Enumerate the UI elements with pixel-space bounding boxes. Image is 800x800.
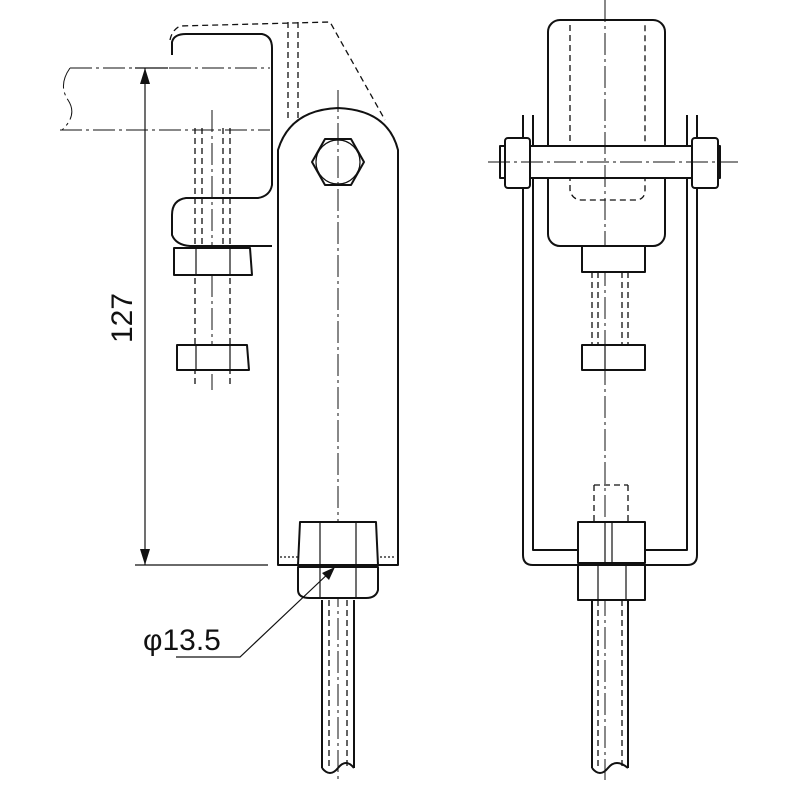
bottom-nut-front-lower: [577, 564, 646, 601]
bottom-nut: [297, 566, 379, 599]
set-bolt-nut-upper: [173, 247, 253, 276]
clamp-jaw: [171, 33, 273, 247]
set-bolt-hidden: [591, 272, 629, 345]
clamp-hidden-lines: [287, 22, 299, 120]
cross-bolt-nut: [691, 137, 719, 189]
u-bracket: [522, 115, 698, 566]
diameter-dimension-label: φ13.5: [143, 624, 221, 657]
hanger-rod: [321, 600, 355, 768]
set-nut-lower: [581, 344, 646, 371]
dimension-line-127: [135, 67, 268, 566]
front-centerlines: [488, 0, 738, 780]
bottom-nut-hidden: [297, 521, 379, 566]
height-dimension-label: 127: [106, 293, 139, 343]
beam-break-line: [61, 67, 73, 131]
cross-bolt-head: [504, 137, 531, 189]
front-view: [488, 0, 738, 780]
side-view: [60, 21, 399, 780]
set-bolt-nut-lower: [176, 344, 250, 371]
leader-arrow: [322, 567, 335, 580]
beam-section: [547, 19, 666, 247]
hanger-rod-front: [591, 600, 629, 768]
clamp-body-hidden: [169, 21, 386, 121]
diameter-leader: [176, 569, 333, 658]
set-nut-upper: [581, 245, 646, 273]
rod-break: [321, 762, 355, 774]
beam-flange-outline: [60, 67, 270, 131]
